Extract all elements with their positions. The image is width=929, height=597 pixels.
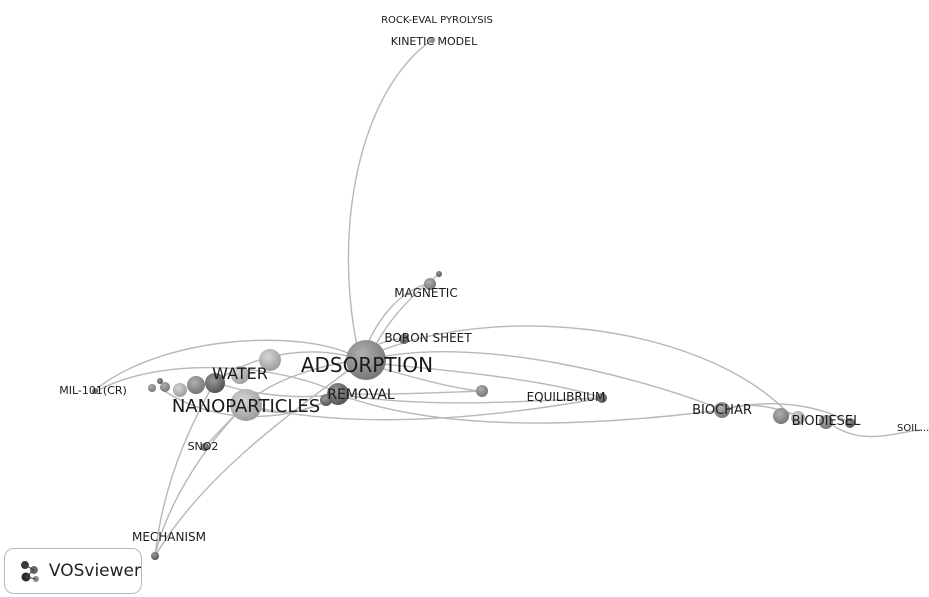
node-water-2 [231, 366, 249, 384]
label-equilibrium[interactable]: EQUILIBRIUM [527, 390, 606, 404]
node-equilibrium [597, 393, 607, 403]
label-soil[interactable]: SOIL... [897, 423, 929, 434]
edge-biodiesel-soil [825, 419, 923, 438]
node-biodiesel-2 [791, 411, 805, 425]
label-removal[interactable]: REMOVAL [327, 387, 395, 403]
label-boron[interactable]: BORON SHEET [384, 331, 472, 345]
label-adsorption[interactable]: ADSORPTION [301, 353, 433, 377]
label-kinetic[interactable]: KINETIC MODEL [391, 35, 478, 48]
label-biochar[interactable]: BIOCHAR [692, 403, 752, 418]
edge-adsorption-mechanism [154, 361, 361, 557]
node-water-light [259, 349, 281, 371]
node-biodiesel-4 [845, 418, 855, 428]
edge-adsorption-biochar [359, 351, 723, 411]
node-mid [476, 385, 488, 397]
edge-water-adsorption [214, 351, 361, 383]
label-mechanism[interactable]: MECHANISM [132, 530, 206, 544]
edge-adsorption-equilibrium [359, 361, 603, 399]
labels: ROCK-EVAL PYROLYSIS KINETIC MODEL MAGNET… [59, 15, 929, 544]
vosviewer-label: VOSviewer [48, 561, 141, 581]
node-cluster-5 [157, 378, 163, 384]
edge-biochar-soil [721, 403, 851, 424]
node-water [205, 373, 225, 393]
edges [94, 39, 923, 557]
node-cluster-4 [148, 384, 156, 392]
label-magnetic[interactable]: MAGNETIC [394, 286, 457, 300]
node-cluster-3 [160, 382, 170, 392]
node-adsorption [346, 340, 386, 380]
node-mil [92, 388, 98, 394]
label-sno2[interactable]: SNO2 [188, 440, 219, 453]
edge-water-mechanism [154, 381, 216, 557]
edge-nano-equilibrium [244, 397, 603, 421]
label-biodiesel[interactable]: BIODIESEL [792, 414, 862, 429]
node-biodiesel-1 [773, 408, 789, 424]
edge-removal-mid [337, 390, 483, 395]
node-boron [399, 334, 409, 344]
nodes [92, 37, 855, 560]
node-nanoparticles [230, 389, 262, 421]
edge-adsorption-kinetic [347, 39, 433, 361]
node-mechanism [151, 552, 159, 560]
node-cluster-1 [187, 376, 205, 394]
edge-mil-removal [94, 366, 339, 395]
vosviewer-icon [20, 561, 39, 582]
edge-removal-biochar [337, 393, 723, 424]
label-nanoparticles[interactable]: NANOPARTICLES [172, 396, 320, 417]
node-removal-2 [320, 394, 332, 406]
edge-removal-equilibrium [337, 393, 603, 404]
vosviewer-logo[interactable]: VOSviewer [4, 548, 142, 594]
edge-nano-mechanism [154, 404, 246, 557]
label-mil[interactable]: MIL-101(CR) [59, 384, 127, 397]
label-rock-eval[interactable]: ROCK-EVAL PYROLYSIS [381, 15, 493, 26]
node-magnetic-small [436, 271, 442, 277]
label-water[interactable]: WATER [212, 364, 268, 383]
node-kinetic [429, 37, 435, 43]
edge-adsorption-biodiesel [359, 325, 791, 416]
node-magnetic [424, 278, 436, 290]
node-removal [327, 383, 349, 405]
node-biodiesel-3 [819, 415, 833, 429]
node-sno2 [201, 443, 209, 451]
node-biochar [714, 402, 730, 418]
node-cluster-2 [173, 383, 187, 397]
edge-mil-adsorption [94, 339, 361, 391]
